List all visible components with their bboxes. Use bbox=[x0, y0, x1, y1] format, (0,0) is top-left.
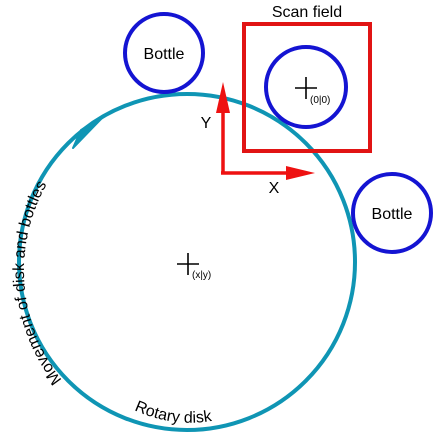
movement-label-path: Movement of disk and bottles bbox=[11, 178, 65, 388]
bottle-top-label: Bottle bbox=[144, 46, 185, 63]
crosshair-icon bbox=[295, 77, 317, 99]
scan-field-label: Scan field bbox=[272, 4, 342, 21]
disk-label: Rotary disk bbox=[132, 398, 213, 427]
rotary-disk bbox=[17, 92, 357, 432]
arrowhead-icon bbox=[216, 82, 230, 113]
bottle-top: Bottle bbox=[123, 12, 205, 94]
disk-label-path: Rotary disk bbox=[132, 398, 213, 427]
axis-x-label: X bbox=[269, 180, 280, 197]
arrowhead-icon bbox=[72, 117, 103, 149]
axis-y-label: Y bbox=[201, 115, 212, 132]
crosshair-icon bbox=[177, 253, 199, 275]
center-label: (x|y) bbox=[192, 270, 211, 281]
movement-label: Movement of disk and bottles bbox=[11, 178, 65, 388]
origin-label: (0|0) bbox=[310, 95, 330, 106]
scan-field-box bbox=[242, 22, 372, 153]
coordinate-axes bbox=[216, 82, 315, 180]
bottle-right-label: Bottle bbox=[372, 206, 413, 223]
bottle-right: Bottle bbox=[351, 172, 433, 254]
arrowhead-icon bbox=[286, 166, 315, 180]
